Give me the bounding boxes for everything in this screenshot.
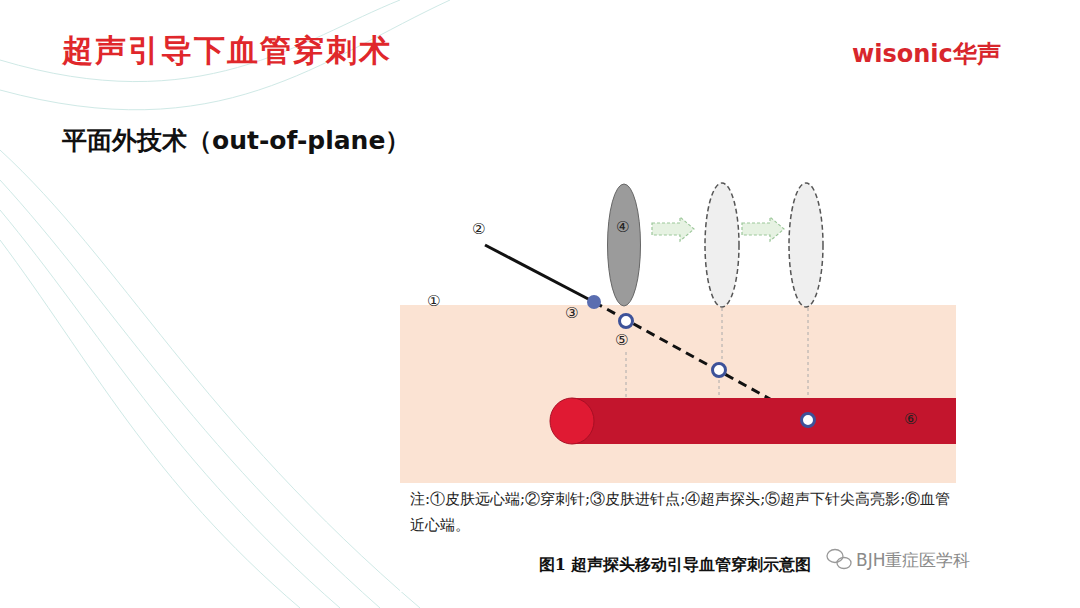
needle-tip-echo: [713, 364, 726, 377]
watermark: BJH重症医学科: [856, 549, 970, 572]
skin-layer: [400, 305, 956, 483]
entry-point: [587, 295, 601, 309]
callout-number: ①: [427, 292, 440, 310]
probe-ghost: [705, 183, 739, 307]
needle: [485, 245, 594, 302]
callout-number: ③: [565, 304, 578, 322]
blood-vessel: ⑥: [548, 396, 956, 446]
slide-title: 超声引导下血管穿刺术: [62, 30, 392, 72]
vessel-body: [572, 398, 956, 444]
brand-logo: wisonic华声: [852, 38, 1001, 70]
callout-number: ④: [616, 218, 629, 236]
callout-number: ⑥: [904, 410, 917, 428]
vessel-lumen: [550, 398, 594, 444]
section-heading: 平面外技术（out-of-plane）: [62, 124, 410, 157]
projection-line: [626, 308, 808, 410]
probe-outline: [608, 184, 641, 306]
probe-shape: [607, 180, 641, 307]
vessel-shape: [548, 396, 956, 446]
wechat-icon: [827, 550, 851, 569]
probe-ghost: [789, 183, 823, 307]
needle-tip-echo: [620, 315, 633, 328]
ultrasound-probe: ④: [607, 180, 641, 307]
figure-note: 注:①皮肤远心端;②穿刺针;③皮肤进针点;④超声探头;⑤超声下针尖高亮影;⑥血管…: [410, 486, 958, 538]
callout-number: ⑤: [615, 331, 628, 349]
callout-number: ②: [472, 220, 485, 238]
move-arrow: [652, 217, 784, 241]
